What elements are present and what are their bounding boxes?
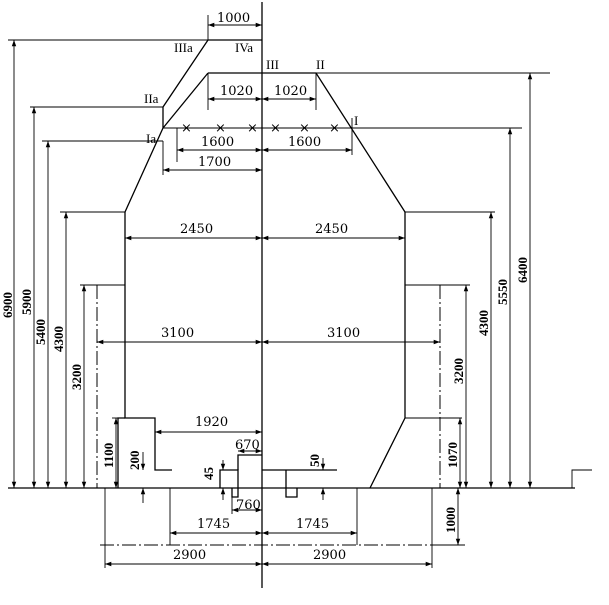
dim-text-1100: 1100 [101, 443, 116, 468]
svg-text:×: × [247, 121, 258, 136]
dim-text-1600-left: 1600 [201, 135, 234, 150]
label-I: I [354, 113, 358, 128]
dim-text-45: 45 [201, 467, 216, 481]
dim-text-top-1000: 1000 [217, 11, 250, 26]
svg-text:×: × [215, 121, 226, 136]
dim-text-1000: 1000 [443, 507, 458, 533]
dim-text-1745-left: 1745 [197, 517, 230, 532]
dim-text-6400: 6400 [515, 257, 530, 283]
dim-text-1020-right: 1020 [274, 84, 307, 99]
gauge-outline-top-left [162, 72, 209, 129]
right-level-symbol [571, 469, 592, 488]
dim-text-1020-left: 1020 [220, 84, 253, 99]
dim-text-5400: 5400 [33, 319, 48, 345]
dim-text-3200-left: 3200 [69, 364, 84, 390]
center-left-step [219, 469, 239, 498]
dim-text-5550: 5550 [495, 279, 510, 305]
left-platform-step [117, 417, 125, 488]
gauge-outline-left-side [124, 212, 172, 471]
dim-text-5900: 5900 [19, 289, 34, 315]
dim-text-200: 200 [127, 451, 142, 471]
label-IIIa: IIIa [174, 40, 193, 55]
dim-text-2450-right: 2450 [315, 222, 348, 237]
x-markers: × × × × × × [181, 121, 340, 136]
upper-gauge-outline-left [124, 39, 262, 213]
svg-text:×: × [299, 121, 310, 136]
dim-text-1070: 1070 [445, 442, 460, 468]
dim-text-2450-left: 2450 [180, 222, 213, 237]
center-left-step-2 [237, 454, 262, 470]
dim-text-1745-right: 1745 [296, 517, 329, 532]
svg-text:×: × [270, 121, 281, 136]
label-III: III [266, 57, 279, 72]
gauge-outline-right-side [369, 212, 406, 489]
dim-text-1700: 1700 [198, 155, 231, 170]
label-IVa: IVa [235, 40, 253, 55]
dim-text-50: 50 [307, 454, 322, 467]
label-IIa: IIa [144, 91, 159, 106]
dim-text-3200-right: 3200 [451, 358, 466, 384]
label-II: II [316, 57, 325, 72]
dim-text-2900-right: 2900 [313, 548, 346, 563]
dim-text-4300-right: 4300 [476, 310, 491, 336]
dim-text-1600-right: 1600 [288, 135, 321, 150]
svg-text:×: × [181, 121, 192, 136]
label-Ia: Ia [146, 131, 156, 146]
dim-text-670: 670 [235, 438, 260, 453]
dim-text-4300-left: 4300 [51, 326, 66, 352]
dim-text-760: 760 [236, 498, 261, 513]
svg-text:×: × [329, 121, 340, 136]
dim-text-2900-left: 2900 [173, 548, 206, 563]
dim-text-3100-left: 3100 [161, 326, 194, 341]
dim-text-1920: 1920 [195, 415, 228, 430]
dim-text-6900: 6900 [0, 292, 15, 318]
center-right-notch [285, 470, 298, 498]
dim-text-3100-right: 3100 [327, 326, 360, 341]
